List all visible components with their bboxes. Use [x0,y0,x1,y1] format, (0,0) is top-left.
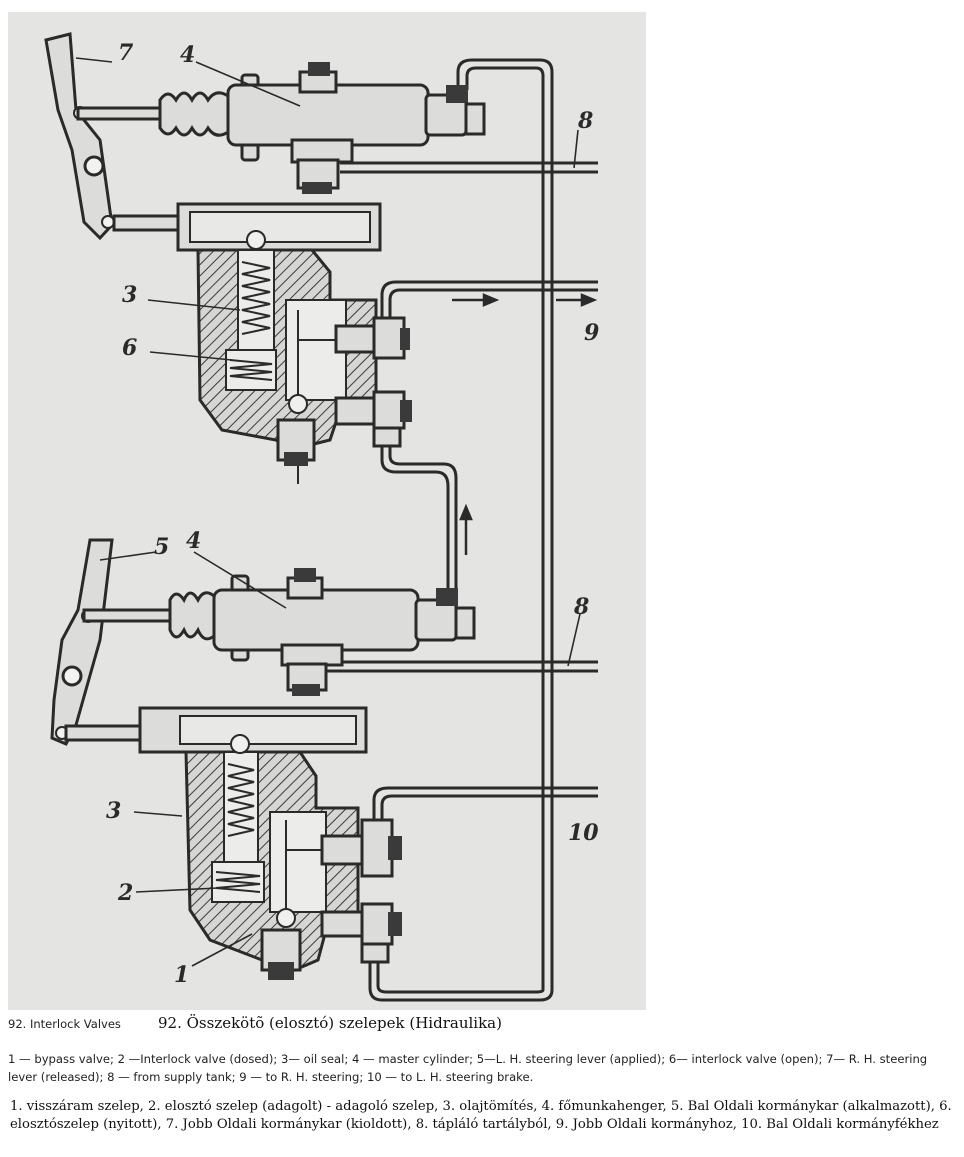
interlock-valves-diagram: 7 4 8 3 6 9 5 4 8 3 10 2 1 [8,12,646,1010]
pipe-network [320,58,598,1002]
label-4-lower: 4 [186,528,201,554]
bellows-boot-lower [168,591,216,641]
push-rod [76,106,170,121]
label-8-upper: 8 [577,108,593,134]
leader-lines [75,57,581,967]
label-6: 6 [122,335,137,361]
master-cylinder-lower [212,568,476,696]
flow-arrows [452,293,598,555]
label-2: 2 [117,880,133,906]
legend-hungarian: 1. visszáram szelep, 2. elosztó szelep (… [10,1099,952,1132]
caption-hungarian: 92. Összekötõ (elosztó) szelepek (Hidrau… [158,1014,502,1032]
label-9: 9 [584,320,599,346]
label-3-lower: 3 [106,798,121,824]
legend-english: 1 — bypass valve; 2 —Interlock valve (do… [8,1052,928,1084]
interlock-valve-block-upper [112,202,412,484]
label-10: 10 [568,820,599,846]
label-5: 5 [154,534,169,560]
label-1: 1 [174,962,189,988]
label-7: 7 [118,40,134,66]
push-rod-lower [82,608,178,623]
caption-english: 92. Interlock Valves [8,1017,121,1031]
bellows-boot [158,91,230,137]
master-cylinder-upper [226,62,486,194]
label-3-upper: 3 [122,282,137,308]
label-8-lower: 8 [573,594,589,620]
interlock-valve-block-lower [64,706,402,980]
label-4-upper: 4 [180,42,195,68]
